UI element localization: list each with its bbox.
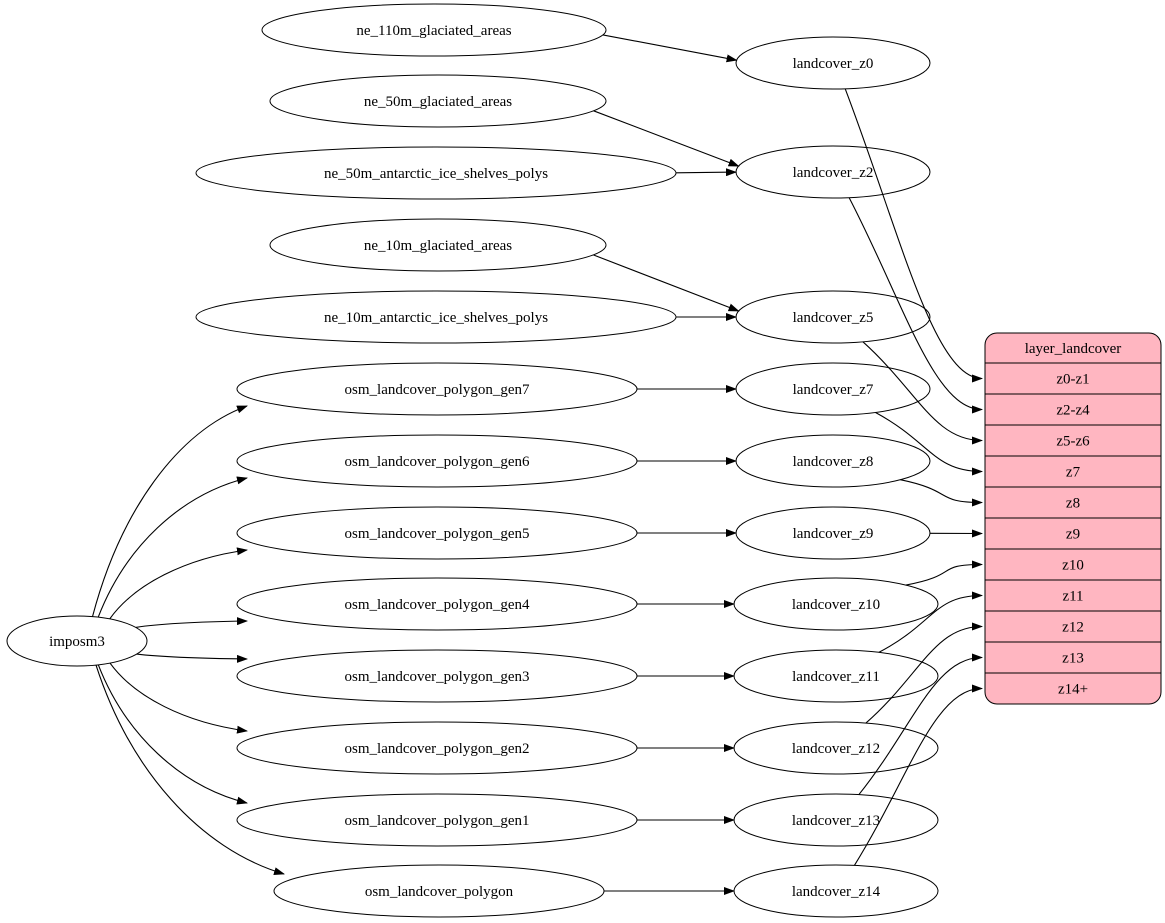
record-row-z9: z9 — [1066, 527, 1080, 543]
record-row-z10: z10 — [1062, 558, 1084, 574]
node-label-landcover_z10: landcover_z10 — [792, 597, 880, 613]
edge-imposm3-to-osm_landcover_polygon_gen5 — [109, 547, 248, 620]
edge-imposm3-to-osm_landcover_polygon_gen2 — [109, 662, 248, 734]
node-ne_10m_antarctic_ice_shelves_polys: ne_10m_antarctic_ice_shelves_polys — [195, 290, 677, 344]
node-label-ne_110m_glaciated_areas: ne_110m_glaciated_areas — [356, 23, 511, 39]
node-ne_110m_glaciated_areas: ne_110m_glaciated_areas — [261, 3, 607, 57]
node-label-landcover_z7: landcover_z7 — [793, 382, 874, 398]
node-label-osm_landcover_polygon_gen3: osm_landcover_polygon_gen3 — [345, 669, 530, 685]
edge-imposm3-to-osm_landcover_polygon_gen3 — [136, 653, 248, 663]
node-label-ne_10m_antarctic_ice_shelves_polys: ne_10m_antarctic_ice_shelves_polys — [324, 310, 548, 326]
node-landcover_z0: landcover_z0 — [735, 36, 931, 90]
node-landcover_z7: landcover_z7 — [735, 362, 931, 416]
edge-imposm3-to-osm_landcover_polygon_gen1 — [97, 664, 248, 805]
node-imposm3: imposm3 — [6, 615, 148, 667]
record-node-layer_landcover: layer_landcover z0-z1 z2-z4 z5-z6 z7 z8 z9 z10 z… — [984, 332, 1162, 705]
edge-landcover_z2-to-layer_landcover-z2-z4 — [848, 197, 983, 414]
node-label-ne_10m_glaciated_areas: ne_10m_glaciated_areas — [364, 238, 512, 254]
node-label-osm_landcover_polygon_gen7: osm_landcover_polygon_gen7 — [345, 382, 530, 398]
edge-landcover_z11-to-layer_landcover-z11 — [878, 591, 983, 653]
node-label-landcover_z8: landcover_z8 — [793, 454, 874, 470]
node-label-landcover_z14: landcover_z14 — [792, 884, 881, 900]
edge-landcover_z7-to-layer_landcover-z7 — [875, 411, 983, 476]
node-osm_landcover_polygon_gen7: osm_landcover_polygon_gen7 — [236, 362, 638, 416]
record-header-label: layer_landcover — [1025, 341, 1122, 357]
edge-ne_50m_antarctic_ice_shelves_polys-to-landcover_z2 — [675, 168, 737, 177]
node-osm_landcover_polygon_gen4: osm_landcover_polygon_gen4 — [236, 577, 638, 631]
node-label-osm_landcover_polygon_gen4: osm_landcover_polygon_gen4 — [345, 597, 530, 613]
node-label-landcover_z11: landcover_z11 — [792, 669, 880, 685]
node-ne_50m_glaciated_areas: ne_50m_glaciated_areas — [269, 74, 607, 128]
node-label-ne_50m_glaciated_areas: ne_50m_glaciated_areas — [364, 94, 512, 110]
edge-landcover_z14-to-layer_landcover-z14+ — [853, 684, 983, 866]
edge-landcover_z8-to-layer_landcover-z8 — [900, 479, 983, 507]
edge-landcover_z13-to-layer_landcover-z13 — [858, 653, 983, 796]
node-landcover_z8: landcover_z8 — [735, 434, 931, 488]
node-shape-imposm3 — [6, 615, 148, 667]
node-shape-ne_50m_glaciated_areas — [269, 74, 607, 128]
edge-ne_50m_glaciated_areas-to-landcover_z2 — [593, 110, 740, 167]
node-ne_10m_glaciated_areas: ne_10m_glaciated_areas — [269, 218, 607, 272]
node-osm_landcover_polygon_gen6: osm_landcover_polygon_gen6 — [236, 434, 638, 488]
edge-landcover_z5-to-layer_landcover-z5-z6 — [862, 341, 983, 445]
node-landcover_z10: landcover_z10 — [733, 577, 939, 631]
edge-ne_10m_glaciated_areas-to-landcover_z5 — [593, 254, 740, 312]
node-shape-ne_10m_glaciated_areas — [269, 218, 607, 272]
node-landcover_z13: landcover_z13 — [733, 793, 939, 847]
record-row-z7: z7 — [1066, 465, 1081, 481]
node-osm_landcover_polygon_gen5: osm_landcover_polygon_gen5 — [236, 506, 638, 560]
node-shape-landcover_z0 — [735, 36, 931, 90]
node-label-imposm3: imposm3 — [49, 634, 105, 650]
node-osm_landcover_polygon_gen3: osm_landcover_polygon_gen3 — [236, 649, 638, 703]
node-ne_50m_antarctic_ice_shelves_polys: ne_50m_antarctic_ice_shelves_polys — [195, 146, 677, 200]
record-row-z8: z8 — [1066, 496, 1080, 512]
record-row-z12: z12 — [1062, 620, 1084, 636]
node-label-osm_landcover_polygon_gen6: osm_landcover_polygon_gen6 — [345, 454, 530, 470]
node-landcover_z9: landcover_z9 — [735, 506, 931, 560]
node-landcover_z11: landcover_z11 — [733, 649, 939, 703]
node-shape-ne_50m_antarctic_ice_shelves_polys — [195, 146, 677, 200]
node-osm_landcover_polygon_gen2: osm_landcover_polygon_gen2 — [236, 721, 638, 775]
edge-imposm3-to-osm_landcover_polygon — [95, 664, 285, 875]
edge-imposm3-to-osm_landcover_polygon_gen4 — [135, 617, 248, 628]
node-label-landcover_z5: landcover_z5 — [793, 310, 874, 326]
edge-ne_110m_glaciated_areas-to-landcover_z0 — [602, 34, 738, 63]
node-landcover_z2: landcover_z2 — [735, 145, 931, 199]
record-row-z0-z1: z0-z1 — [1056, 372, 1089, 388]
node-landcover_z12: landcover_z12 — [733, 721, 939, 775]
node-label-osm_landcover_polygon_gen2: osm_landcover_polygon_gen2 — [345, 741, 530, 757]
node-label-ne_50m_antarctic_ice_shelves_polys: ne_50m_antarctic_ice_shelves_polys — [324, 166, 548, 182]
node-label-landcover_z2: landcover_z2 — [793, 165, 874, 181]
edge-landcover_z12-to-layer_landcover-z12 — [865, 622, 983, 724]
node-label-landcover_z9: landcover_z9 — [793, 526, 874, 542]
node-osm_landcover_polygon: osm_landcover_polygon — [273, 864, 605, 918]
node-landcover_z5: landcover_z5 — [735, 290, 931, 344]
record-row-z2-z4: z2-z4 — [1056, 403, 1090, 419]
record-row-z14+: z14+ — [1058, 682, 1088, 698]
edge-imposm3-to-osm_landcover_polygon_gen7 — [91, 405, 248, 617]
edge-imposm3-to-osm_landcover_polygon_gen6 — [97, 476, 248, 618]
record-row-z5-z6: z5-z6 — [1056, 434, 1090, 450]
record-row-z11: z11 — [1062, 589, 1083, 605]
node-landcover_z14: landcover_z14 — [733, 864, 939, 918]
node-label-osm_landcover_polygon_gen1: osm_landcover_polygon_gen1 — [345, 813, 530, 829]
node-label-landcover_z0: landcover_z0 — [793, 56, 874, 72]
edge-landcover_z10-to-layer_landcover-z10 — [905, 560, 983, 586]
node-label-osm_landcover_polygon_gen5: osm_landcover_polygon_gen5 — [345, 526, 530, 542]
node-label-landcover_z12: landcover_z12 — [792, 741, 880, 757]
node-shape-ne_110m_glaciated_areas — [261, 3, 607, 57]
record-row-z13: z13 — [1062, 651, 1084, 667]
node-label-osm_landcover_polygon: osm_landcover_polygon — [365, 884, 514, 900]
edge-landcover_z0-to-layer_landcover-z0-z1 — [844, 88, 983, 383]
node-osm_landcover_polygon_gen1: osm_landcover_polygon_gen1 — [236, 793, 638, 847]
node-label-landcover_z13: landcover_z13 — [792, 813, 880, 829]
